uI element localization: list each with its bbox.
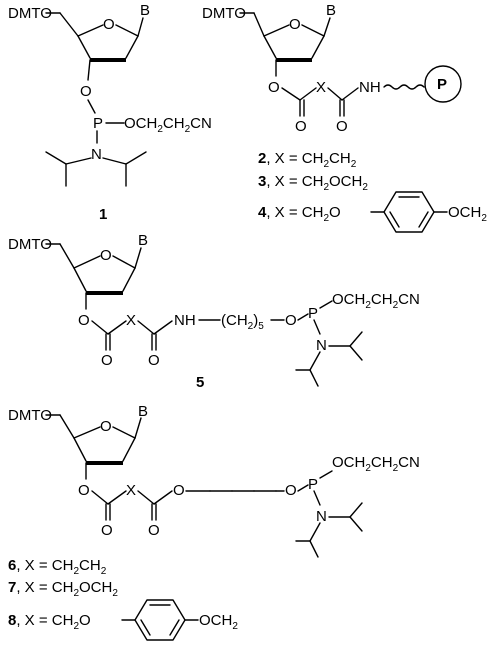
phosphorus-label: P — [308, 305, 318, 322]
base-label: B — [138, 232, 148, 249]
structure-5: DMTO O B O O X O NH (CH2)5 O P OCH2CH2CN… — [8, 232, 420, 391]
dmto-label: DMTO — [8, 236, 52, 253]
carbonyl-o: O — [101, 352, 113, 369]
ring-oxygen: O — [103, 16, 115, 33]
ring-oxygen: O — [100, 247, 112, 264]
caption-7: 7, X = CH2OCH2 — [8, 579, 118, 599]
structure-1: DMTO O B O P OCH2CH2CN N 1 — [8, 2, 212, 223]
benzene-ring — [383, 191, 435, 233]
dmto-label: DMTO — [202, 5, 246, 22]
o3-label: O — [78, 312, 90, 329]
nitrogen-label: N — [91, 146, 102, 163]
oxygen-label: O — [285, 312, 297, 329]
o3-label: O — [78, 482, 90, 499]
caption-6: 6, X = CH2CH2 — [8, 557, 107, 577]
caption-8-left: 8, X = CH2O — [8, 612, 91, 632]
carbonyl-o: O — [295, 118, 307, 135]
ring-oxygen: O — [289, 16, 301, 33]
structure-2-4: DMTO O B O O X O NH P 2, X = CH2CH2 3, X… — [202, 2, 487, 233]
caption-4-left: 4, X = CH2O — [258, 204, 341, 224]
base-label: B — [138, 403, 148, 420]
ester-oxygen: O — [173, 482, 185, 499]
cyanoethyl-label: OCH2CH2CN — [332, 454, 420, 474]
carbonyl-o: O — [101, 522, 113, 539]
x-label: X — [316, 79, 326, 96]
wavy-linker — [383, 84, 425, 90]
structure-6-8: DMTO O B O O X O O O P OCH2CH2CN — [8, 403, 420, 641]
cyanoethyl-label: OCH2CH2CN — [332, 291, 420, 311]
caption-4-right: OCH2 — [448, 204, 487, 224]
nitrogen-label: N — [316, 337, 327, 354]
pentylene-label: (CH2)5 — [221, 312, 264, 332]
o3-label: O — [268, 79, 280, 96]
dmto-label: DMTO — [8, 407, 52, 424]
support-label: P — [437, 76, 447, 93]
x-label: X — [126, 482, 136, 499]
caption-8-right: OCH2 — [199, 612, 238, 632]
carbonyl-o: O — [148, 352, 160, 369]
nh-label: NH — [359, 79, 381, 96]
phosphorus-label: P — [308, 476, 318, 493]
base-label: B — [140, 2, 150, 19]
solid-support-circle — [424, 65, 462, 103]
benzene-ring — [134, 599, 186, 641]
cyanoethyl-label: OCH2CH2CN — [124, 115, 212, 135]
nitrogen-label: N — [316, 508, 327, 525]
carbonyl-o: O — [336, 118, 348, 135]
compound-5-number: 5 — [196, 374, 204, 391]
caption-2: 2, X = CH2CH2 — [258, 150, 357, 170]
compound-1-number: 1 — [99, 206, 107, 223]
nh-label: NH — [174, 312, 196, 329]
o3-label: O — [80, 83, 92, 100]
caption-3: 3, X = CH2OCH2 — [258, 173, 368, 193]
carbonyl-o: O — [148, 522, 160, 539]
x-label: X — [126, 312, 136, 329]
phosphorus-label: P — [93, 115, 103, 132]
oxygen-label: O — [285, 482, 297, 499]
base-label: B — [326, 2, 336, 19]
dmto-label: DMTO — [8, 5, 52, 22]
ring-oxygen: O — [100, 418, 112, 435]
